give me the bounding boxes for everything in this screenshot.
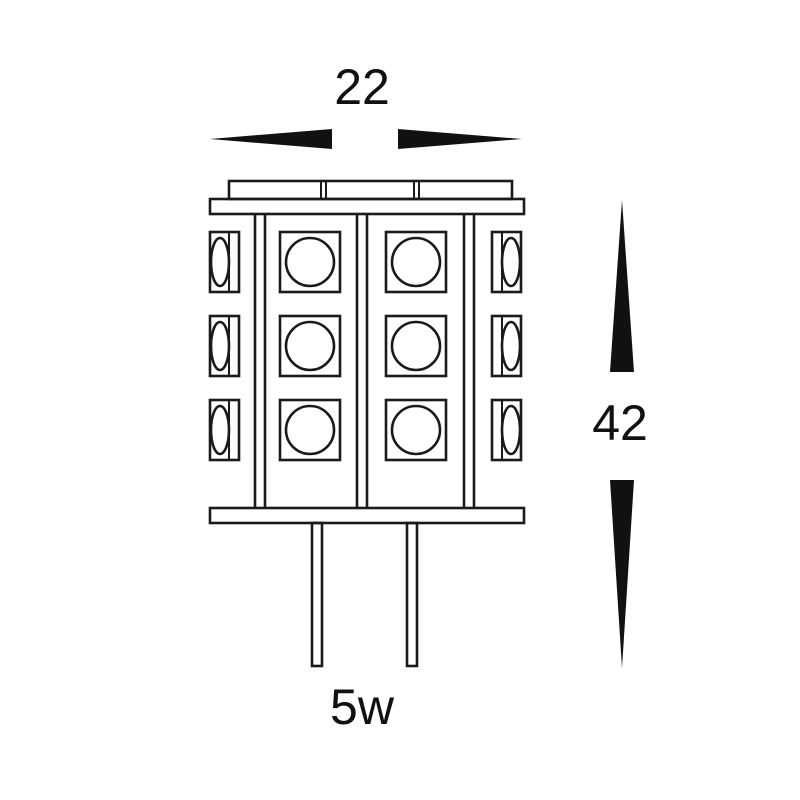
width-arrow-left <box>210 129 332 149</box>
led-lens <box>390 320 442 372</box>
height-label: 42 <box>592 395 648 451</box>
led-chip <box>384 398 448 462</box>
height-arrow-top <box>610 200 634 372</box>
bottom-plate <box>208 506 526 525</box>
top-plate <box>208 197 526 216</box>
height-arrow-bottom <box>610 480 634 668</box>
pin-right <box>405 521 419 668</box>
led-chip <box>278 398 342 462</box>
led-chip <box>278 230 342 294</box>
led-chip <box>278 314 342 378</box>
width-label: 22 <box>334 59 390 115</box>
led-chip <box>384 230 448 294</box>
width-arrow-right <box>398 129 522 149</box>
led-lens <box>390 404 442 456</box>
power-label: 5w <box>330 679 395 735</box>
lamp-body <box>208 179 526 668</box>
right-side-leds <box>490 230 523 462</box>
led-lens <box>284 404 336 456</box>
pin-left <box>310 521 324 668</box>
left-side-leds <box>208 230 241 462</box>
top-cap <box>227 179 514 201</box>
led-lens <box>284 320 336 372</box>
front-leds <box>278 230 448 462</box>
led-chip <box>384 314 448 378</box>
led-lens <box>284 236 336 288</box>
led-lens <box>390 236 442 288</box>
